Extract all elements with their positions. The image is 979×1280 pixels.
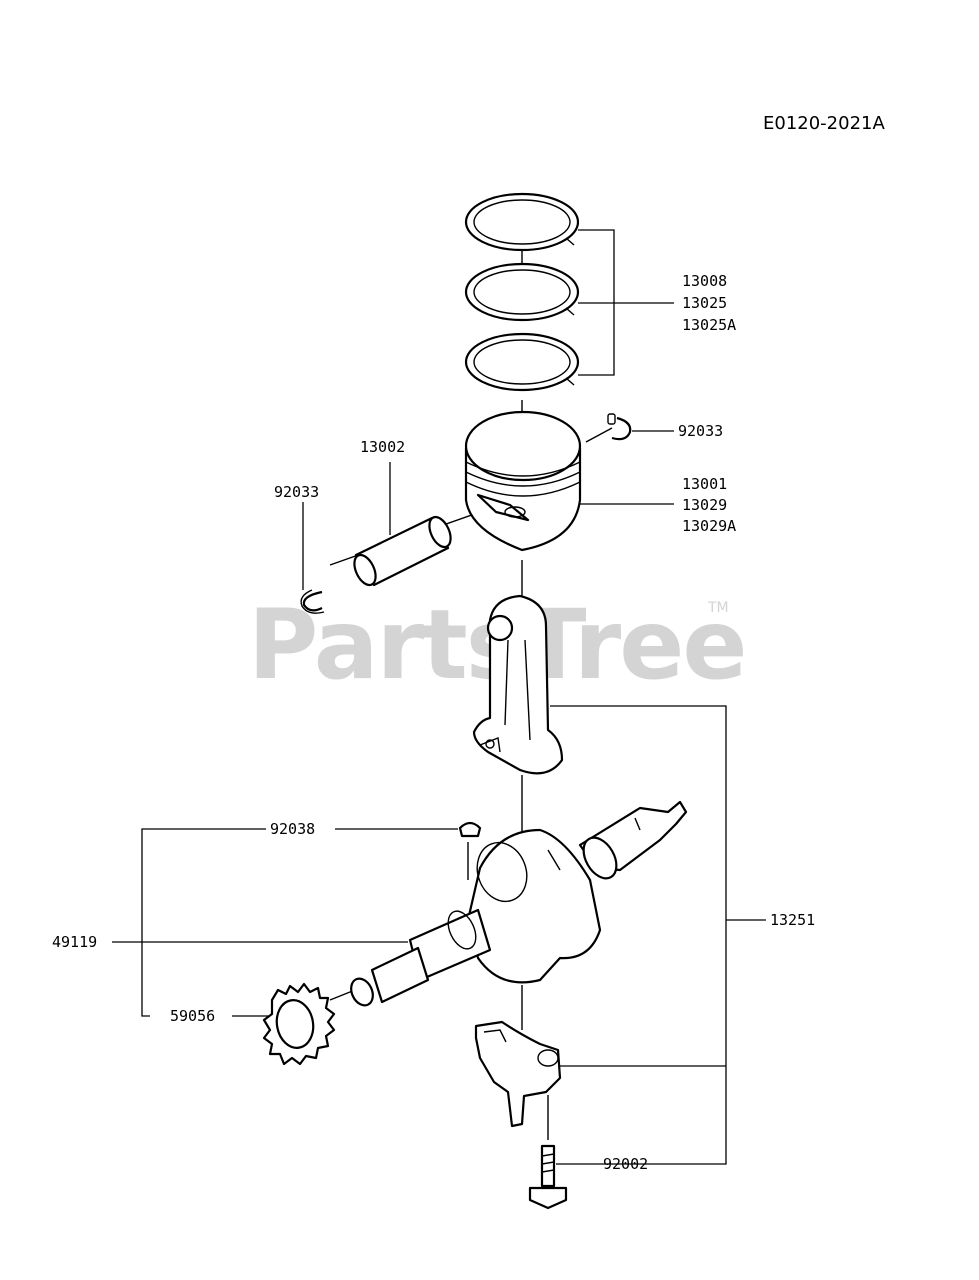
label-clip-left: 92033 xyxy=(274,483,319,501)
connecting-rod-cap xyxy=(474,1020,562,1128)
label-piston-1: 13001 xyxy=(682,475,727,493)
watermark-trademark: TM xyxy=(707,600,729,616)
piston-ring-middle xyxy=(464,262,580,322)
label-ring-2: 13025 xyxy=(682,294,727,312)
piston xyxy=(464,410,582,552)
label-bolt: 92002 xyxy=(603,1155,648,1173)
leader-lines xyxy=(112,229,766,1165)
circlip-right xyxy=(607,413,632,441)
diagram-code: E0120-2021A xyxy=(763,113,885,134)
label-piston-3: 13029A xyxy=(682,517,736,535)
label-piston-2: 13029 xyxy=(682,496,727,514)
piston-ring-top xyxy=(464,192,580,252)
connecting-rod-bolt xyxy=(528,1144,568,1210)
label-crankshaft: 49119 xyxy=(52,933,97,951)
crankshaft xyxy=(350,800,688,1007)
label-connecting-rod-assy: 13251 xyxy=(770,911,815,929)
crankshaft-gear xyxy=(262,982,336,1066)
piston-pin xyxy=(353,515,452,587)
crankshaft-key xyxy=(458,821,482,838)
label-ring-1: 13008 xyxy=(682,272,727,290)
circlip-left xyxy=(300,589,325,614)
label-piston-pin: 13002 xyxy=(360,438,405,456)
label-key: 92038 xyxy=(270,820,315,838)
label-gear: 59056 xyxy=(170,1007,215,1025)
label-clip-right: 92033 xyxy=(678,422,723,440)
connecting-rod xyxy=(472,594,564,775)
piston-ring-bottom xyxy=(464,332,580,392)
label-ring-3: 13025A xyxy=(682,316,736,334)
